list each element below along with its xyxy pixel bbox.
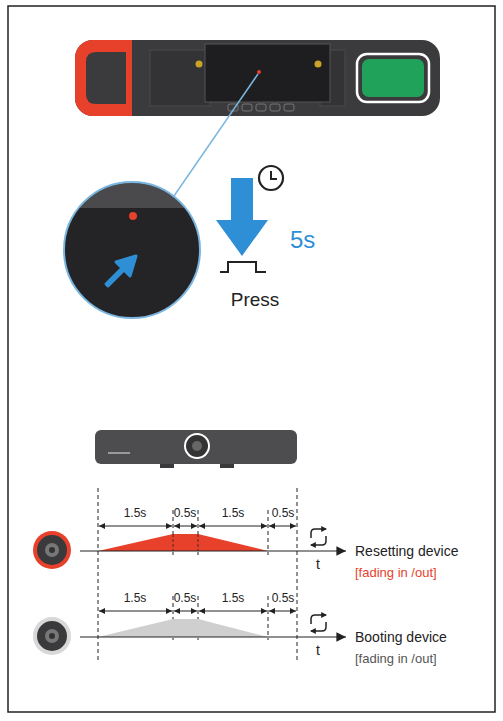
label-holder: 0.5s [272, 503, 295, 521]
label-holder: Press [231, 290, 280, 311]
label-holder: 1.5s [124, 588, 147, 606]
label-holder: [fading in /out] [355, 649, 437, 667]
axis-label: t [316, 557, 320, 572]
state-note: [fading in /out] [355, 652, 437, 666]
state-note: [fading in /out] [355, 566, 437, 580]
label-holder: 0.5s [272, 588, 295, 606]
reset-fade-ramp [98, 534, 268, 551]
dimension-label: 1.5s [124, 592, 147, 605]
state-label: Resetting device [355, 544, 459, 559]
label-holder: Resetting device [355, 542, 459, 560]
label-holder: 5s [290, 227, 315, 253]
dimension-label: 1.5s [222, 507, 245, 520]
time-marker [98, 488, 297, 662]
time-axis [80, 550, 346, 551]
dimension-label: 1.5s [124, 507, 147, 520]
axis-label: t [316, 643, 320, 658]
reset-led-icon [33, 531, 71, 569]
dimension-label: 1.5s [222, 592, 245, 605]
frame [8, 6, 495, 712]
label-holder: t [316, 555, 320, 573]
dimension-label: 0.5s [272, 592, 295, 605]
repeat-symbol [311, 529, 326, 545]
boot-fade-ramp [98, 619, 268, 637]
action-label: Press [231, 290, 280, 311]
duration-label: 5s [290, 227, 315, 253]
camera-bar [95, 430, 297, 468]
press-symbol [216, 166, 283, 272]
device-top-view [75, 40, 440, 116]
label-holder: 0.5s [174, 503, 197, 521]
label-holder: t [316, 641, 320, 659]
dimension-label: 0.5s [272, 507, 295, 520]
magnified-detail [60, 180, 205, 325]
label-holder: 1.5s [124, 503, 147, 521]
dimension-arrow [99, 526, 296, 611]
dimension-label: 0.5s [174, 507, 197, 520]
repeat-symbol [311, 615, 326, 631]
label-holder: 1.5s [222, 588, 245, 606]
label-holder: Booting device [355, 628, 447, 646]
label-holder: 1.5s [222, 503, 245, 521]
label-holder: 0.5s [174, 588, 197, 606]
time-axis [80, 636, 346, 637]
state-label: Booting device [355, 630, 447, 645]
leader-line [174, 74, 258, 196]
label-holder: [fading in /out] [355, 563, 437, 581]
dimension-label: 0.5s [174, 592, 197, 605]
boot-led-icon [33, 617, 71, 655]
